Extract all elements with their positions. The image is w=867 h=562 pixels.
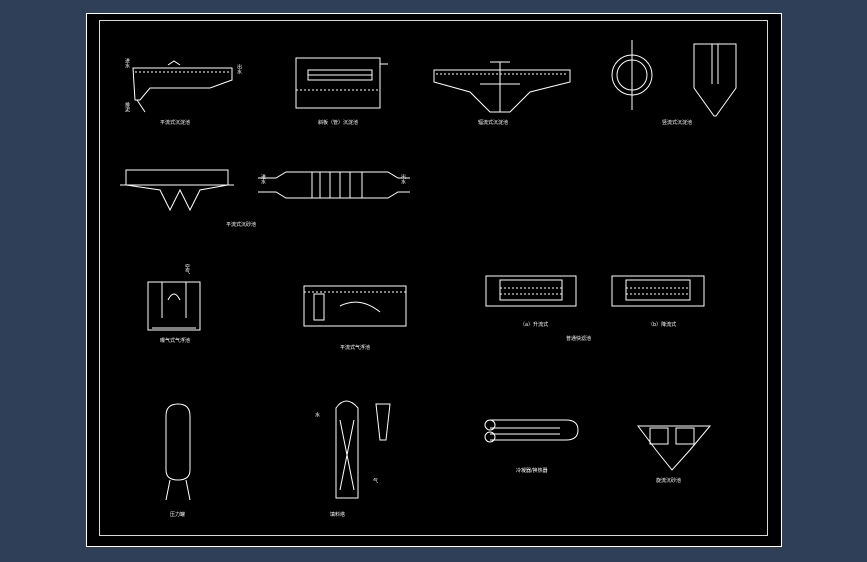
water-label: 水 xyxy=(314,412,320,417)
air-label: 空气 xyxy=(184,264,190,274)
title-frame xyxy=(99,20,768,536)
caption-heat-exchanger: 冷凝器/换热器 xyxy=(516,468,548,474)
pressure-tank xyxy=(165,403,191,501)
filter-b xyxy=(611,275,705,307)
caption-dissolved-air: 平流式气浮池 xyxy=(340,345,371,351)
caption-horizontal-settling: 平流式沉淀池 xyxy=(160,120,191,126)
caption-grit: 平流式沉砂池 xyxy=(226,222,257,228)
inclined-plate-tank xyxy=(295,57,388,109)
filter-a xyxy=(485,275,577,307)
caption-filter-b: （b）降流式 xyxy=(648,322,677,328)
dissolved-air-flotation xyxy=(303,285,407,327)
aerated-flotation-tank xyxy=(147,281,201,331)
caption-filter-group: 普通快滤池 xyxy=(566,336,592,342)
outlet-label-2: 出水 xyxy=(400,174,406,184)
sludge-label: 排泥 xyxy=(124,102,130,112)
caption-pressure-tank: 压力罐 xyxy=(170,512,186,518)
inlet-label: 进水 xyxy=(124,58,130,68)
caption-packed-tower: 填料塔 xyxy=(330,512,346,518)
heat-exchanger xyxy=(484,419,579,443)
gas-label: 气 xyxy=(372,478,378,483)
vertical-settling-tank xyxy=(611,40,737,117)
outlet-label: 出水 xyxy=(236,64,242,74)
caption-aerated: 曝气式气浮池 xyxy=(160,338,191,344)
caption-hydrocyclone: 旋流沉砂池 xyxy=(656,478,682,484)
horizontal-settling-tank xyxy=(132,60,233,113)
hydrocyclone xyxy=(637,425,712,471)
caption-inclined-plate: 斜板（管）沉淀池 xyxy=(318,120,359,126)
grit-chamber xyxy=(120,169,410,212)
caption-radial-settling: 辐流式沉淀池 xyxy=(478,120,509,126)
packed-tower xyxy=(335,400,391,499)
caption-vertical-settling: 竖流式沉淀池 xyxy=(662,120,693,126)
caption-filter-a: （a）升流式 xyxy=(520,322,549,328)
radial-settling-tank xyxy=(433,61,571,113)
inlet-label-2: 进水 xyxy=(260,174,266,184)
